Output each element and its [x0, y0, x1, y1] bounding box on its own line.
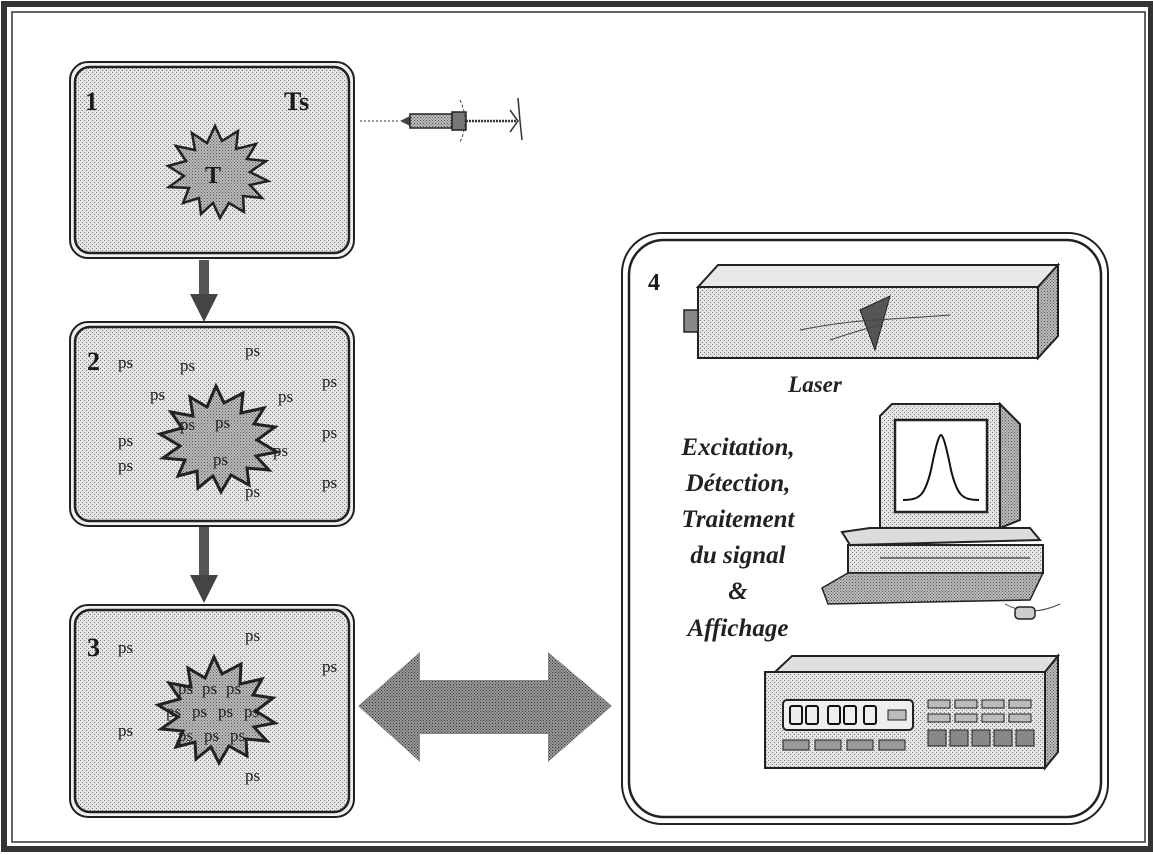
particle-label: ps	[245, 341, 260, 360]
panel-1: 1 Ts T	[69, 61, 355, 259]
down-arrow-2	[190, 527, 218, 603]
process-line: Excitation,	[680, 434, 794, 461]
particle-label: ps	[118, 456, 133, 475]
computer-icon	[821, 401, 1061, 620]
panel-1-number: 1	[85, 87, 98, 116]
panel-3: 3 ps ps ps ps ps ps ps ps ps ps ps ps ps…	[69, 604, 355, 818]
panel-3-number: 3	[87, 633, 100, 662]
particle-label: ps	[278, 387, 293, 406]
particle-label: ps	[213, 450, 228, 469]
particle-label: ps	[178, 726, 193, 745]
particle-label: ps	[215, 413, 230, 432]
panel-1-corner-label: Ts	[284, 87, 309, 116]
digital-display	[782, 699, 914, 731]
panel-4: 4 Laser Excitation, Détection, Traitemen…	[621, 232, 1109, 825]
laser-icon	[683, 262, 1061, 361]
process-line: du signal	[690, 542, 785, 569]
burst-shape	[164, 123, 272, 221]
particle-label: ps	[118, 638, 133, 657]
down-arrow-1	[190, 260, 218, 322]
panel-1-center-label: T	[205, 163, 221, 189]
particle-label: ps	[166, 702, 181, 721]
laser-label: Laser	[787, 372, 843, 397]
particle-label: ps	[322, 372, 337, 391]
process-description: Excitation, Détection, Traitement du sig…	[680, 434, 795, 642]
particle-label: ps	[180, 356, 195, 375]
panel-4-number: 4	[648, 270, 660, 296]
particle-label: ps	[244, 702, 259, 721]
particle-label: ps	[245, 482, 260, 501]
particle-label: ps	[150, 385, 165, 404]
particle-label: ps	[118, 721, 133, 740]
burst-shape	[156, 382, 282, 496]
process-line: Détection,	[685, 470, 791, 497]
particle-label: ps	[192, 702, 207, 721]
particle-label: ps	[322, 657, 337, 676]
particle-label: ps	[118, 353, 133, 372]
panel-2-number: 2	[87, 347, 100, 376]
particle-label: ps	[245, 766, 260, 785]
particle-label: ps	[202, 679, 217, 698]
burst-shape	[154, 653, 280, 767]
instrument-icon	[764, 653, 1061, 771]
particle-label: ps	[322, 423, 337, 442]
signal-peak	[902, 433, 980, 501]
process-line: Affichage	[686, 615, 789, 642]
syringe-icon	[360, 97, 523, 143]
process-line: &	[728, 578, 748, 605]
particle-label: ps	[322, 473, 337, 492]
double-arrow	[358, 652, 612, 762]
particle-label: ps	[218, 702, 233, 721]
particle-label: ps	[204, 726, 219, 745]
particle-label: ps	[180, 415, 195, 434]
particle-label: ps	[273, 441, 288, 460]
particle-label: ps	[245, 626, 260, 645]
particle-labels: ps ps ps ps ps ps ps ps ps ps ps ps ps p…	[118, 341, 337, 501]
particle-labels: ps ps ps ps ps ps ps ps ps ps ps ps ps p…	[118, 626, 337, 785]
process-line: Traitement	[682, 506, 796, 533]
particle-label: ps	[226, 679, 241, 698]
particle-label: ps	[118, 431, 133, 450]
particle-label: ps	[178, 679, 193, 698]
panel-2: 2 ps ps ps ps ps ps ps ps ps ps ps ps ps…	[69, 321, 355, 527]
particle-label: ps	[230, 726, 245, 745]
